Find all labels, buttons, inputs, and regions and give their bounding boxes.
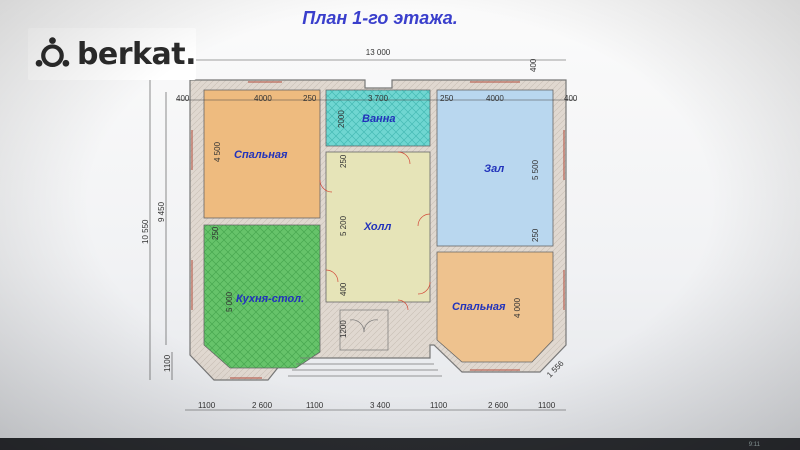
porch-steps [288,309,442,377]
dim-bottom-1: 2 600 [252,401,273,410]
label-kitchen: Кухня-стол. [236,293,304,305]
room-corridor [325,151,431,303]
dim-kitchen-h: 5 000 [225,291,234,312]
dim-top-400-left: 400 [176,94,190,103]
dim-top-4000-right: 4000 [486,94,504,103]
room-bedroom-right [436,251,554,363]
dim-bath-h: 2000 [337,110,346,128]
dim-bottom-3: 3 400 [370,401,391,410]
dim-corridor-250: 250 [339,154,348,168]
label-bedroom-left: Спальная [234,149,288,161]
dim-corridor-400: 400 [339,282,348,296]
plan-title: План 1-го этажа. [302,8,458,28]
dim-top-4000-left: 4000 [254,94,272,103]
dim-top-3700: 3 700 [368,94,389,103]
dim-left-1100: 1100 [163,354,172,372]
dim-zal-250: 250 [531,228,540,242]
dim-corridor-5200: 5 200 [339,215,348,236]
dim-left-10550: 10 550 [141,219,150,244]
dim-bottom-4: 1100 [430,401,448,410]
dim-top-400-right: 400 [564,94,578,103]
logo-panel: berkat. [28,28,197,80]
dim-top-250-a: 250 [303,94,317,103]
dim-total-width: 13 000 [366,48,391,57]
dim-bottom-0: 1100 [198,401,216,410]
label-bedroom-right: Спальная [452,301,506,313]
dim-bottom-5: 2 600 [488,401,509,410]
room-bedroom-left [203,89,321,219]
berkat-logo-icon [35,37,70,68]
label-corridor: Холл [363,221,391,233]
tray-clock: 9:11 [748,442,760,448]
dim-zal-h: 5 500 [531,159,540,180]
dim-top-400-vert: 400 [529,58,538,72]
door-swings [319,151,431,311]
dim-bottom-2: 1100 [306,401,324,410]
room-zal [436,89,554,247]
dimension-lines [149,59,576,411]
dim-bedroom-h: 4 500 [213,141,222,162]
dim-kitchen-250: 250 [211,226,220,240]
dim-bottom-6: 1100 [538,401,556,410]
logo-text: berkat. [76,36,197,72]
dim-corridor-1200: 1200 [339,320,348,338]
taskbar: 9:11 [0,438,800,450]
label-bathroom: Ванна [362,113,395,125]
windows [191,81,565,379]
dim-left-9450: 9 450 [157,201,166,222]
label-zal: Зал [484,163,504,175]
dim-top-250-b: 250 [440,94,454,103]
dim-bedroom-right-h: 4 000 [513,297,522,318]
